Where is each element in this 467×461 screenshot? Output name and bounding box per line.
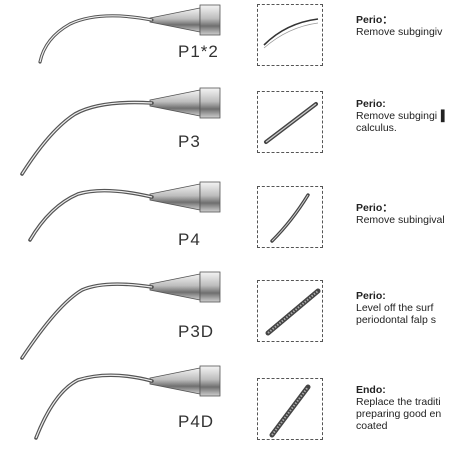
tip-row-p4: P4 Perio： Remove subingival (0, 180, 467, 270)
tip-description-line: Remove subgingiv (356, 26, 443, 38)
tip-row-p3d: P3D Perio: Level off the surf periodonta… (0, 270, 467, 360)
scaler-tip-p3-icon (20, 87, 221, 176)
tip-category: Perio: (356, 98, 386, 110)
tip-row-p3: P3 Perio: Remove subgingi▐ calculus. (0, 86, 467, 176)
tip-category: Perio: (356, 290, 386, 302)
scaler-tip-p4d-icon (34, 365, 221, 440)
tip-code-label: P3D (178, 322, 215, 341)
tip-description: Perio： Remove subgingiv (356, 14, 467, 38)
tip-description: Perio: Level off the surf periodontal fa… (356, 290, 467, 326)
tip-detail-p4d-icon (269, 384, 311, 438)
tip-category: Perio： (356, 14, 393, 26)
tip-category: Endo: (356, 384, 386, 396)
tip-description-line: Replace the traditi (356, 396, 441, 408)
tip-code-label: P1*2 (178, 42, 219, 61)
tip-code-label: P3 (178, 132, 201, 151)
tip-description-line: periodontal falp s (356, 314, 436, 326)
tip-description-line: calculus. (356, 122, 397, 134)
scaler-tip-p3d-icon (20, 271, 221, 360)
tip-detail-thumbnail (257, 91, 323, 153)
tip-description: Perio: Remove subgingi▐ calculus. (356, 98, 467, 134)
tip-detail-p3d-icon (265, 288, 321, 336)
tip-description-line: Remove subgingi▐ (356, 110, 445, 122)
tip-detail-thumbnail (257, 378, 323, 440)
tip-description-line: Level off the surf (356, 302, 434, 314)
tip-detail-p4-icon (270, 193, 310, 243)
tip-description: Endo: Replace the traditi preparing good… (356, 384, 467, 432)
tip-detail-thumbnail (257, 4, 323, 66)
tip-description-line: preparing good en (356, 408, 442, 420)
tip-row-p4d: P4D Endo: Replace the traditi preparing … (0, 364, 467, 454)
tip-detail-p1x2-icon (263, 18, 319, 49)
tip-description-line: coated (356, 420, 388, 432)
tip-code-label: P4D (178, 412, 215, 431)
tip-category: Perio： (356, 202, 393, 214)
tip-code-label: P4 (178, 230, 201, 249)
tip-detail-p3-icon (264, 102, 318, 144)
tip-description: Perio： Remove subingival (356, 202, 467, 226)
tip-description-line: Remove subingival (356, 214, 445, 226)
tip-detail-thumbnail (257, 280, 323, 342)
scaler-tip-p1x2-icon (38, 4, 221, 64)
tip-row-p1x2: P1*2 Perio： Remove subgingiv (0, 0, 467, 90)
tip-detail-thumbnail (257, 186, 323, 248)
scaler-tip-p4-icon (28, 181, 221, 242)
